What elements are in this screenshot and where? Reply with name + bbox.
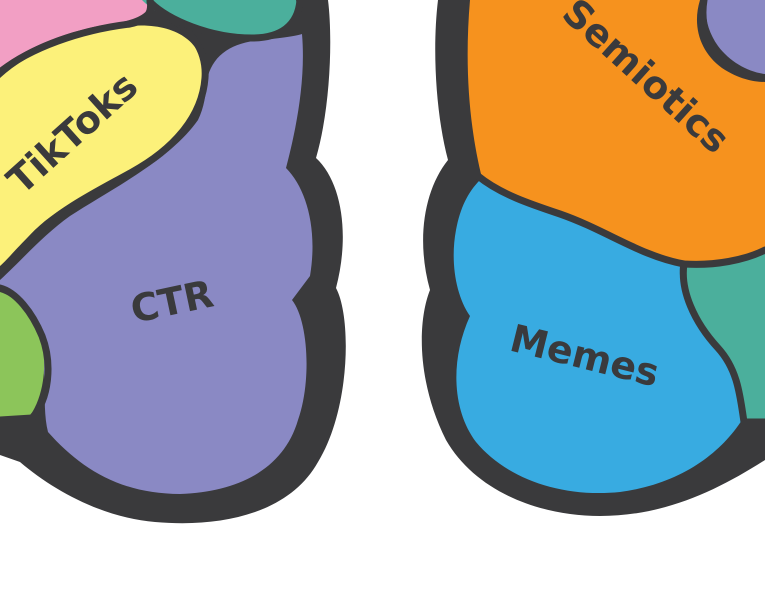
memes-region — [453, 180, 742, 494]
tiktoks-region — [0, 25, 204, 267]
seam-tiktoks-ctr — [0, 14, 209, 276]
ctr-region — [0, 34, 313, 494]
right-hemisphere: Semiotics Memes — [421, 0, 765, 516]
seam-semiotics-purple — [699, 0, 765, 82]
pink-region — [0, 0, 152, 68]
seam-memes-teal — [679, 260, 765, 426]
seam-green-ctr — [0, 284, 52, 424]
teal-region-left — [142, 0, 297, 38]
seam-pink-tiktoks — [0, 0, 155, 76]
left-hemisphere: TikToks CTR — [0, 0, 346, 524]
semiotics-region — [467, 0, 765, 263]
seam-semiotics-memes — [474, 172, 765, 268]
teal-region-right — [682, 254, 765, 420]
seam-teal-ctr — [146, 0, 304, 42]
purple-region-right — [705, 0, 765, 74]
